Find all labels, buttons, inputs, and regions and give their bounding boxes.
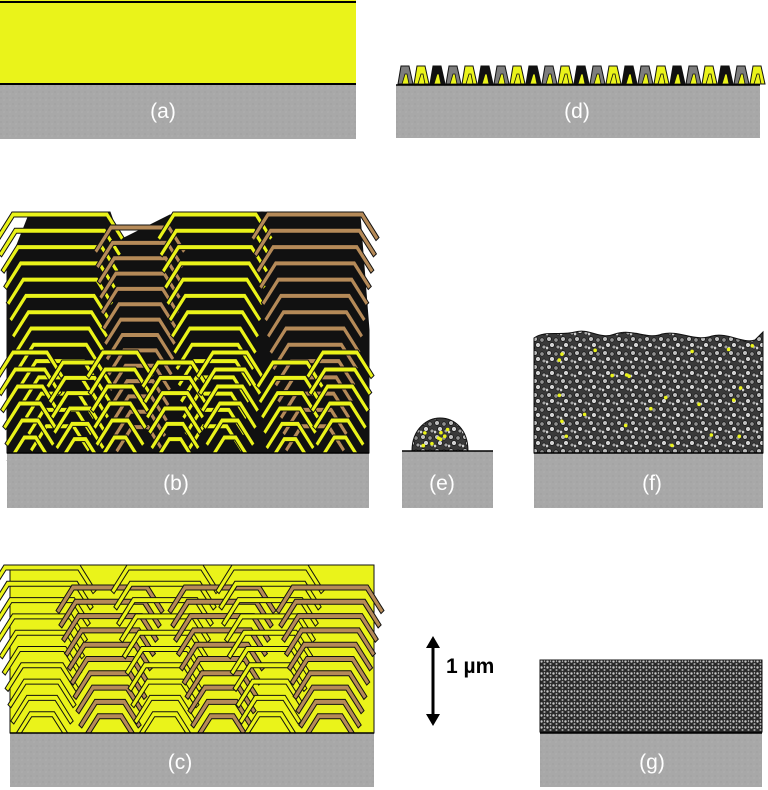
panel-label-a: (a) — [150, 100, 176, 123]
yellow-speck — [557, 358, 561, 362]
panel-f: (f) — [534, 331, 763, 508]
yellow-speck — [421, 444, 425, 448]
columnar-grains — [0, 212, 379, 465]
scale-bar-label: 1 µm — [446, 655, 494, 678]
fine-grain-film — [540, 660, 762, 732]
yellow-speck — [710, 433, 714, 437]
panel-label-c: (c) — [168, 751, 193, 774]
yellow-speck — [670, 444, 674, 448]
panel-label-g: (g) — [639, 751, 665, 774]
yellow-speck — [560, 419, 564, 423]
yellow-speck — [690, 350, 694, 354]
film-uniform-layer — [0, 0, 356, 84]
panel-label-d: (d) — [564, 100, 590, 123]
panel-c: (c) — [0, 565, 384, 787]
yellow-speck — [439, 431, 443, 435]
panel-label-e: (e) — [429, 472, 455, 495]
panel-label-b: (b) — [163, 472, 189, 495]
arrow-up-icon — [426, 636, 440, 648]
yellow-speck — [558, 394, 562, 398]
yellow-speck — [732, 398, 736, 402]
thin-grain-layer — [398, 66, 765, 84]
yellow-speck — [727, 348, 731, 352]
panel-d: (d) — [396, 66, 765, 138]
yellow-speck — [737, 435, 741, 439]
yellow-speck — [430, 442, 434, 446]
scale-bar: 1 µm — [426, 636, 494, 726]
yellow-speck — [739, 386, 743, 390]
faceted-columnar-grains — [0, 565, 384, 742]
yellow-speck — [664, 396, 668, 400]
yellow-speck — [443, 434, 447, 438]
yellow-speck — [610, 374, 614, 378]
yellow-speck — [625, 373, 629, 377]
yellow-speck — [437, 436, 441, 440]
yellow-speck — [446, 428, 450, 432]
panel-label-f: (f) — [642, 472, 662, 495]
yellow-speck — [649, 407, 653, 411]
panel-a: (a) — [0, 0, 356, 139]
yellow-speck — [565, 434, 569, 438]
yellow-speck — [624, 424, 628, 428]
panel-e: (e) — [402, 418, 493, 508]
yellow-speck — [560, 352, 564, 356]
arrow-down-icon — [426, 714, 440, 726]
yellow-speck — [750, 344, 754, 348]
yellow-speck — [583, 413, 587, 417]
yellow-speck — [697, 403, 701, 407]
nanocluster-island — [412, 418, 468, 451]
panel-b: (b) — [0, 212, 379, 508]
yellow-speck — [593, 349, 597, 353]
yellow-speck — [423, 431, 427, 435]
substrate — [0, 85, 356, 139]
panel-g: (g) — [540, 660, 762, 787]
